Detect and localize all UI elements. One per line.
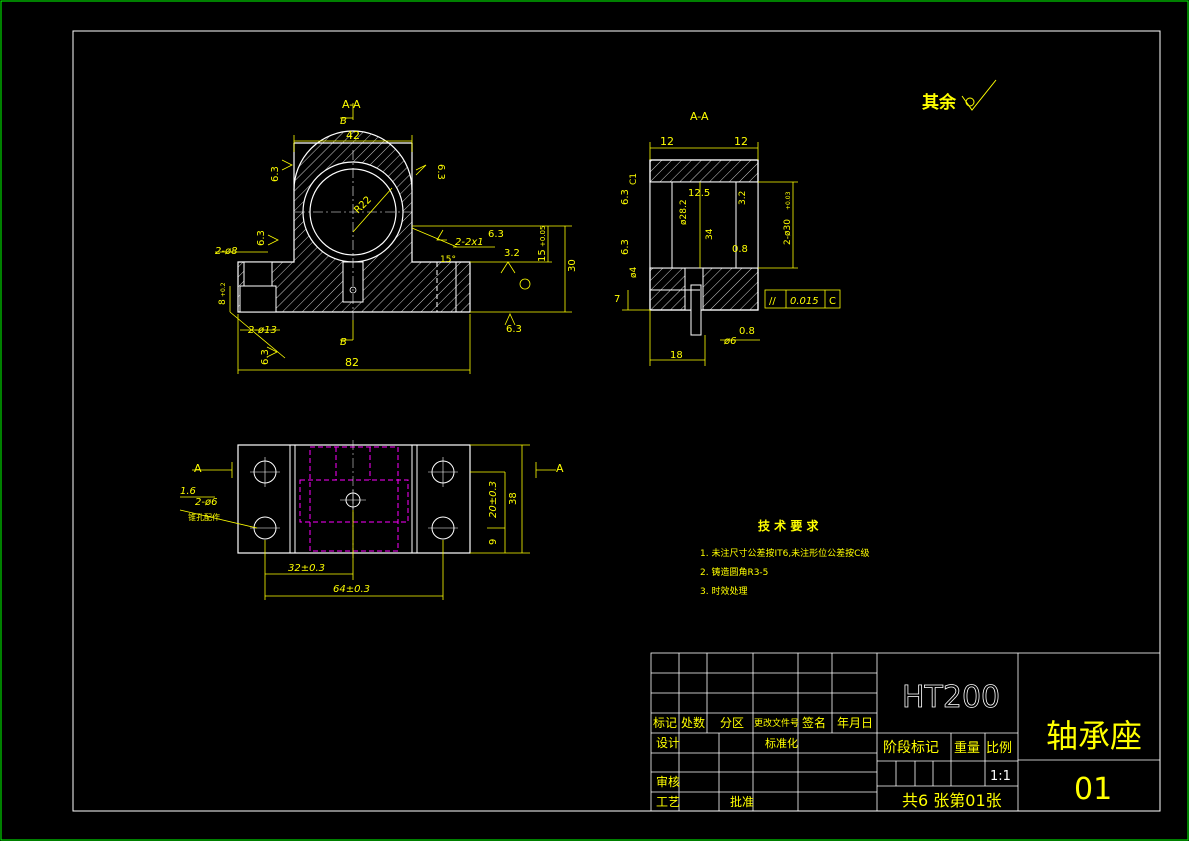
front-section-view — [237, 130, 471, 320]
tb-hdr-date: 年月日 — [837, 716, 873, 730]
tb-hdr-count: 处数 — [681, 715, 705, 730]
rough-front-4: 6.3 — [260, 349, 271, 365]
rough-side-1: 6.3 — [620, 189, 631, 205]
section-label-front: A-A — [342, 98, 361, 111]
dim-top-38: 38 — [508, 492, 519, 505]
tb-scale: 1:1 — [990, 769, 1011, 784]
rough-side-5: 3.2 — [738, 191, 748, 205]
side-dimensions — [622, 142, 798, 366]
dim-cbore-depth: 8 — [218, 299, 228, 305]
tb-review: 审核 — [656, 774, 680, 789]
section-label-side: A-A — [690, 110, 709, 123]
tb-part-name: 轴承座 — [1046, 717, 1142, 755]
tb-approve: 批准 — [730, 794, 754, 809]
dim-top-rough: 1.6 — [180, 486, 196, 497]
rough-side-4: 0.8 — [739, 326, 755, 337]
dim-side-bore: 2-ø30 — [783, 219, 793, 245]
dim-height-low: 15 — [537, 249, 548, 262]
dim-side-eighteen: 18 — [670, 350, 683, 361]
tolerance-frame: // 0.015 C — [764, 289, 841, 309]
tech-item-2: 2. 铸造圆角R3-5 — [700, 566, 768, 578]
tb-weight: 重量 — [954, 740, 980, 756]
dim-angle: 15° — [440, 255, 456, 265]
dim-side-d1: ø28.2 — [679, 199, 689, 225]
datum-circle-front — [519, 278, 531, 290]
dim-height-total: 30 — [567, 259, 578, 272]
section-a-right: A — [556, 462, 564, 475]
inner-border — [72, 30, 1161, 812]
tb-drawing-no: 01 — [1074, 772, 1112, 807]
section-a-left: A — [194, 462, 202, 475]
rough-front-2: 6.3 — [435, 164, 446, 180]
rough-front-7: 6.3 — [488, 229, 504, 240]
top-view — [237, 440, 471, 560]
tb-sheets: 共6 张第01张 — [902, 791, 1002, 810]
dim-side-h34: 34 — [705, 228, 715, 240]
tb-hdr-doc: 更改文件号 — [754, 717, 799, 729]
title-block — [650, 652, 1161, 812]
rough-front-1: 6.3 — [270, 166, 281, 182]
dim-hole-small: 2-ø8 — [215, 246, 237, 257]
tech-title: 技 术 要 求 — [758, 518, 820, 533]
rough-side-3: 0.8 — [732, 244, 748, 255]
tb-hdr-sign: 签名 — [802, 715, 826, 730]
tb-process: 工艺 — [656, 795, 680, 809]
tol-frame-symbol: // — [769, 296, 776, 307]
dim-side-rough125: 12.5 — [688, 188, 710, 199]
dim-side-small: ø4 — [629, 266, 639, 278]
tol-frame-datum: C — [829, 296, 836, 307]
front-dimensions — [215, 103, 572, 374]
dim-top-20: 20±0.3 — [488, 481, 499, 518]
dim-height-low-tol: +0.05 — [539, 226, 547, 247]
dim-top-holes-note: 锥孔配作 — [188, 512, 220, 522]
dim-chamfer-note: 2-2x1 — [455, 237, 484, 248]
dim-top-holes: 2-ø6 — [195, 497, 217, 508]
tb-material: HT200 — [902, 680, 1000, 715]
tech-item-1: 1. 未注尺寸公差按IT6,未注形位公差按C级 — [700, 547, 869, 559]
dim-side-bore-tol: +0.03 — [785, 191, 792, 210]
section-b-top-label: B — [340, 116, 347, 127]
rough-front-3: 6.3 — [256, 230, 267, 246]
tb-standard: 标准化 — [765, 736, 798, 750]
dim-hole-cbore: 2-ø13 — [248, 325, 277, 336]
top-dimensions — [179, 444, 556, 600]
rough-front-6: 6.3 — [506, 324, 522, 335]
roughness-note: 其余 — [922, 92, 957, 113]
tb-ratio-label: 比例 — [986, 741, 1012, 756]
rough-side-2: 6.3 — [620, 239, 631, 255]
roughness-check-icon — [961, 79, 997, 111]
dim-side-right: 12 — [734, 135, 748, 148]
section-b-bottom-label: B — [340, 337, 347, 348]
dim-top-64: 64±0.3 — [333, 584, 370, 595]
tb-hdr-mark: 标记 — [653, 716, 677, 730]
tech-item-3: 3. 时效处理 — [700, 585, 747, 597]
tb-stage: 阶段标记 — [883, 740, 939, 756]
dim-side-phi6: ø6 — [723, 336, 736, 347]
dim-side-left: 12 — [660, 135, 674, 148]
dim-cbore-tol: +0.2 — [220, 282, 227, 297]
dim-top-9: 9 — [488, 539, 499, 545]
dim-top-32: 32±0.3 — [288, 563, 325, 574]
tb-hdr-zone: 分区 — [720, 716, 744, 730]
roughness-circle-icon — [965, 97, 975, 107]
dim-width-base: 82 — [345, 356, 359, 369]
dim-width-top: 42 — [346, 129, 360, 142]
side-section-view — [649, 159, 759, 336]
tol-frame-value: 0.015 — [790, 296, 819, 307]
rough-front-5: 3.2 — [504, 248, 520, 259]
dim-side-seven: 7 — [614, 294, 620, 305]
dim-side-chamfer: C1 — [629, 173, 639, 185]
roughness-symbols-front — [266, 159, 516, 358]
tb-design: 设计 — [656, 736, 680, 750]
